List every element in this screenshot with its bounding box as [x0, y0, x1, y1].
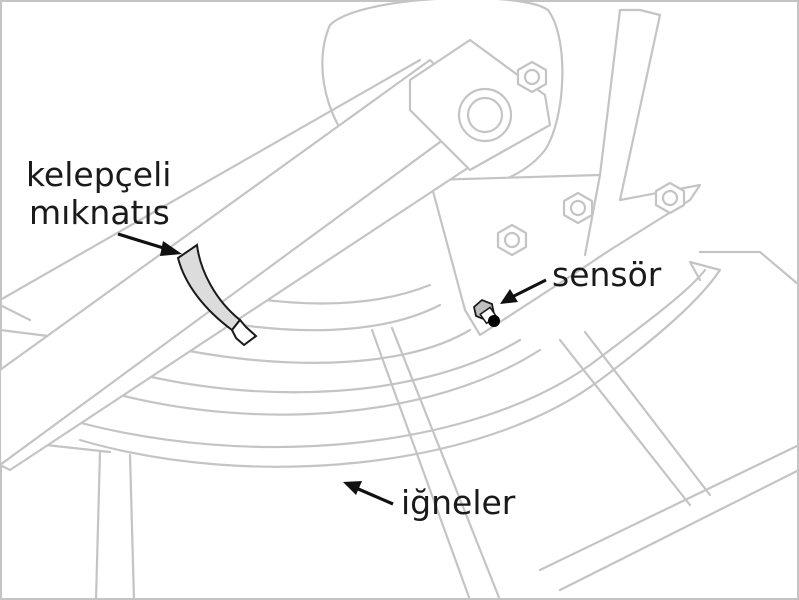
clamp-magnet-label-line2: mıknatıs: [29, 193, 170, 232]
sensor-arrow: [500, 278, 547, 304]
sensor: [473, 298, 500, 327]
tines-label: iğneler: [401, 483, 516, 522]
clamp-magnet-label-line1: kelepçeli: [26, 155, 171, 194]
clamp-magnet-arrow: [117, 232, 182, 256]
tines-arrow: [343, 481, 394, 506]
sensor-bracket: [428, 8, 702, 337]
arm-upper-edge: [0, 58, 422, 302]
sensor-tip: [488, 315, 500, 327]
tine-bars: [68, 260, 722, 468]
arm-bolt-inner: [466, 96, 504, 134]
clamp-magnet-tab: [230, 318, 258, 347]
sensor-label: sensör: [552, 255, 662, 294]
reel-arm: [0, 58, 482, 467]
hex-nuts: [496, 60, 686, 257]
